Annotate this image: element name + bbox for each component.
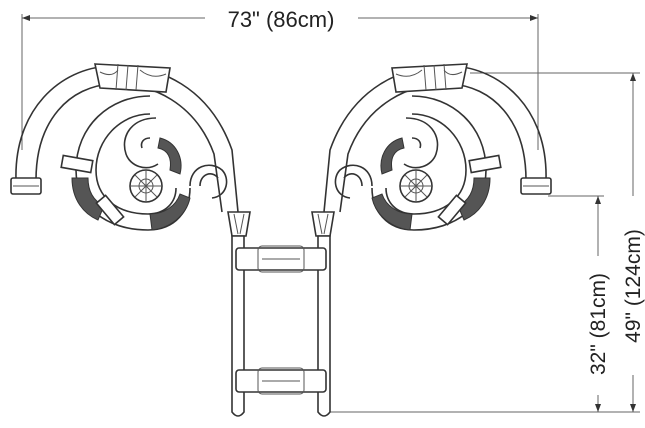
height-dimension-low: 32" (81cm) xyxy=(330,195,610,413)
height-low-label: 32" (81cm) xyxy=(587,273,610,375)
ladder-step-lower xyxy=(235,367,327,395)
right-handrail xyxy=(311,63,552,237)
left-top-ornament xyxy=(94,63,171,93)
left-rosette xyxy=(129,169,163,203)
width-dimension: 73" (86cm) xyxy=(21,7,539,150)
width-label: 73" (86cm) xyxy=(228,7,335,32)
height-high-label: 49" (124cm) xyxy=(622,229,645,343)
right-rosette xyxy=(399,169,433,203)
left-handrail xyxy=(10,63,251,237)
height-dimension-high: 49" (124cm) xyxy=(470,72,645,413)
ladder-step-upper xyxy=(235,245,327,273)
right-top-ornament xyxy=(391,63,468,93)
